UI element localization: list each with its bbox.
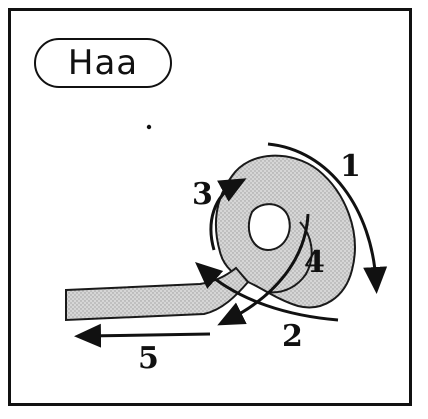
arrow-step-1 [267, 142, 388, 294]
step-number-3: 3 [192, 177, 213, 212]
stray-dot [146, 124, 152, 130]
step-number-4: 4 [304, 245, 325, 280]
rope-loop [215, 154, 356, 309]
arrow-step-4 [217, 213, 310, 326]
arrow-step-3 [209, 178, 247, 251]
title-label: Haa [34, 38, 172, 88]
step-number-5: 5 [138, 341, 159, 376]
arrow-step-2 [195, 262, 339, 322]
rope-tail [65, 266, 250, 322]
rope-inner-strand [267, 221, 313, 294]
arrow-step-5 [74, 323, 211, 348]
step-number-2: 2 [282, 319, 303, 354]
step-number-1: 1 [340, 149, 361, 184]
